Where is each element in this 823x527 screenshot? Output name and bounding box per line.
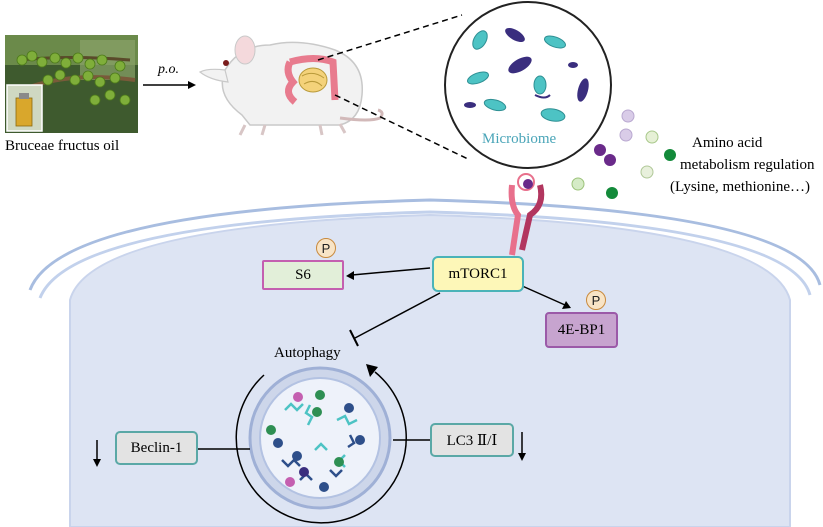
cell-membrane-inner	[38, 210, 812, 299]
microbiome-circle	[444, 1, 612, 169]
microbes	[464, 28, 589, 122]
inhibit-line-autophagy	[354, 292, 441, 339]
amino-acid-line2: metabolism regulation	[680, 157, 815, 173]
amino-acid-dots	[571, 109, 676, 199]
amino-acid-line1: Amino acid	[692, 135, 763, 151]
arrow-mtorc1-to-4ebp1	[519, 284, 566, 306]
amino-acid-line3: (Lysine, methionine…)	[670, 179, 810, 195]
microbiome-label: Microbiome	[482, 131, 557, 147]
bruceae-fruit-photo	[5, 35, 138, 133]
zoom-line-bottom	[334, 94, 471, 161]
autophagy-label: Autophagy	[274, 345, 341, 361]
po-arrowhead	[188, 81, 196, 89]
cell-membrane-outer	[28, 198, 822, 291]
beclin-down-arrowhead	[93, 459, 101, 467]
beclin1-box: Beclin-1	[115, 431, 198, 465]
mouse-illustration	[198, 35, 384, 136]
arrowhead-s6	[346, 271, 354, 280]
bruceae-label: Bruceae fructus oil	[5, 138, 120, 154]
cell-body	[69, 213, 791, 527]
arrowhead-4ebp1	[562, 301, 571, 309]
mtorc1-box: mTORC1	[432, 256, 524, 292]
autophagy-arrowhead	[366, 364, 378, 377]
autophagosome	[248, 366, 392, 510]
arrow-mtorc1-to-s6	[351, 267, 431, 276]
lc3-down-arrowhead	[518, 453, 526, 461]
s6-phospho-badge: P	[316, 238, 336, 258]
autophagy-cycle-arrow	[235, 371, 407, 524]
po-label: p.o.	[158, 62, 179, 77]
s6-box: S6	[262, 260, 344, 290]
4ebp1-phospho-badge: P	[586, 290, 606, 310]
receptor	[508, 173, 545, 256]
4ebp1-box: 4E-BP1	[545, 312, 618, 348]
lc3-box: LC3 Ⅱ/Ⅰ	[430, 423, 514, 457]
inhibit-bar	[349, 329, 359, 347]
zoom-line-top	[317, 14, 463, 61]
